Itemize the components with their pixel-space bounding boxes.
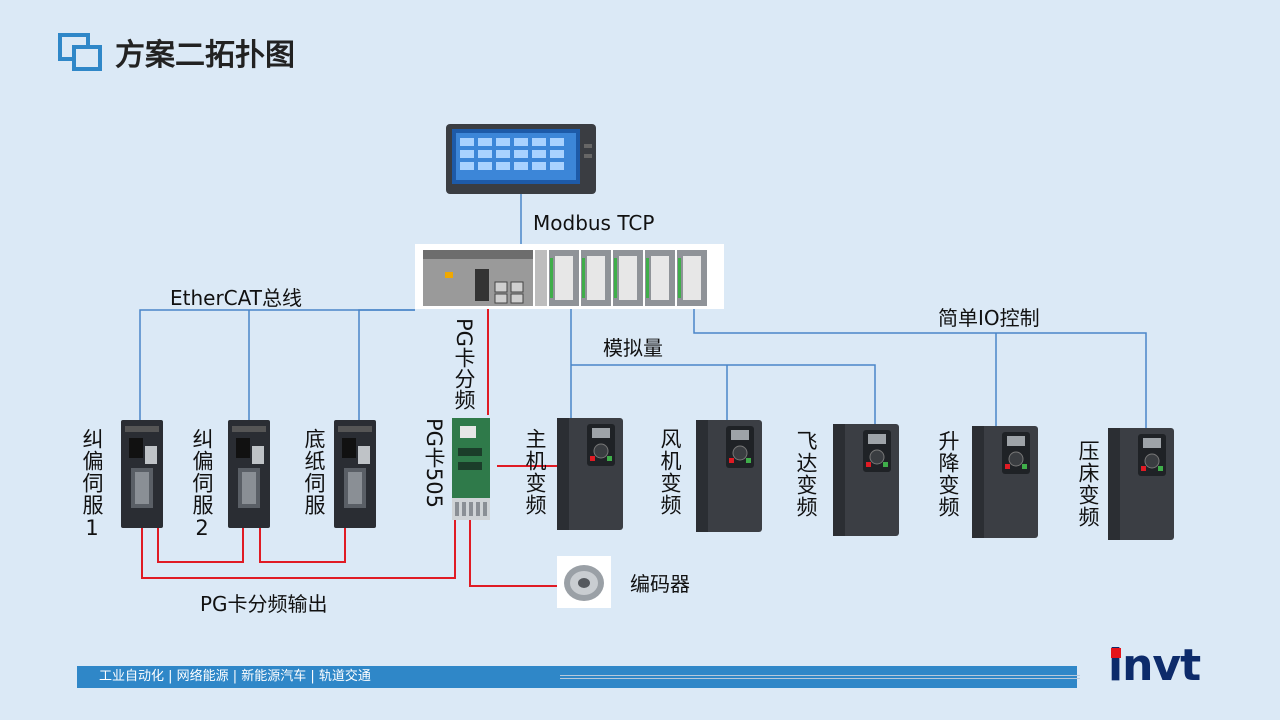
servo3-label: 底纸伺服 (302, 428, 326, 516)
vfd-main-drive (557, 418, 623, 530)
modbus-tcp-label: Modbus TCP (533, 211, 655, 235)
vfd-lift-label: 升降变频 (936, 430, 960, 518)
pg-card-label: PG卡505 (422, 418, 446, 509)
vfd-press-drive (1108, 428, 1174, 540)
servo-drive-1 (121, 420, 163, 528)
encoder-label: 编码器 (630, 572, 690, 596)
vfd-fan-label: 风机变频 (658, 428, 682, 516)
servo1-label: 纠偏伺服1 (80, 428, 104, 541)
vfd-fly-label: 飞达变频 (794, 430, 818, 518)
ethercat-bus-label: EtherCAT总线 (170, 286, 302, 310)
pg-divider-label: PG卡分频 (452, 318, 476, 410)
vfd-press-label: 压床变频 (1076, 440, 1100, 528)
servo-drive-3 (334, 420, 376, 528)
footer-tagline-bar: 工业自动化 | 网络能源 | 新能源汽车 | 轨道交通 (77, 666, 1077, 688)
title-window-icon (58, 33, 102, 71)
vfd-main-label: 主机变频 (523, 428, 547, 516)
plc-controller (415, 244, 724, 309)
invt-logo: invt (1108, 640, 1201, 691)
hmi-touchscreen (446, 124, 596, 194)
pg-output-label: PG卡分频输出 (200, 592, 328, 616)
analog-label: 模拟量 (603, 336, 663, 360)
vfd-fan-drive (696, 420, 762, 532)
footer-dotted-line (560, 675, 1080, 679)
page-title: 方案二拓扑图 (115, 38, 295, 73)
invt-logo-dot (1111, 648, 1121, 658)
servo-drive-2 (228, 420, 270, 528)
pg-card-board (452, 418, 490, 520)
encoder-icon (557, 556, 611, 608)
vfd-fly-drive (833, 424, 899, 536)
vfd-lift-drive (972, 426, 1038, 538)
servo2-label: 纠偏伺服2 (190, 428, 214, 541)
simple-io-label: 简单IO控制 (938, 306, 1040, 330)
